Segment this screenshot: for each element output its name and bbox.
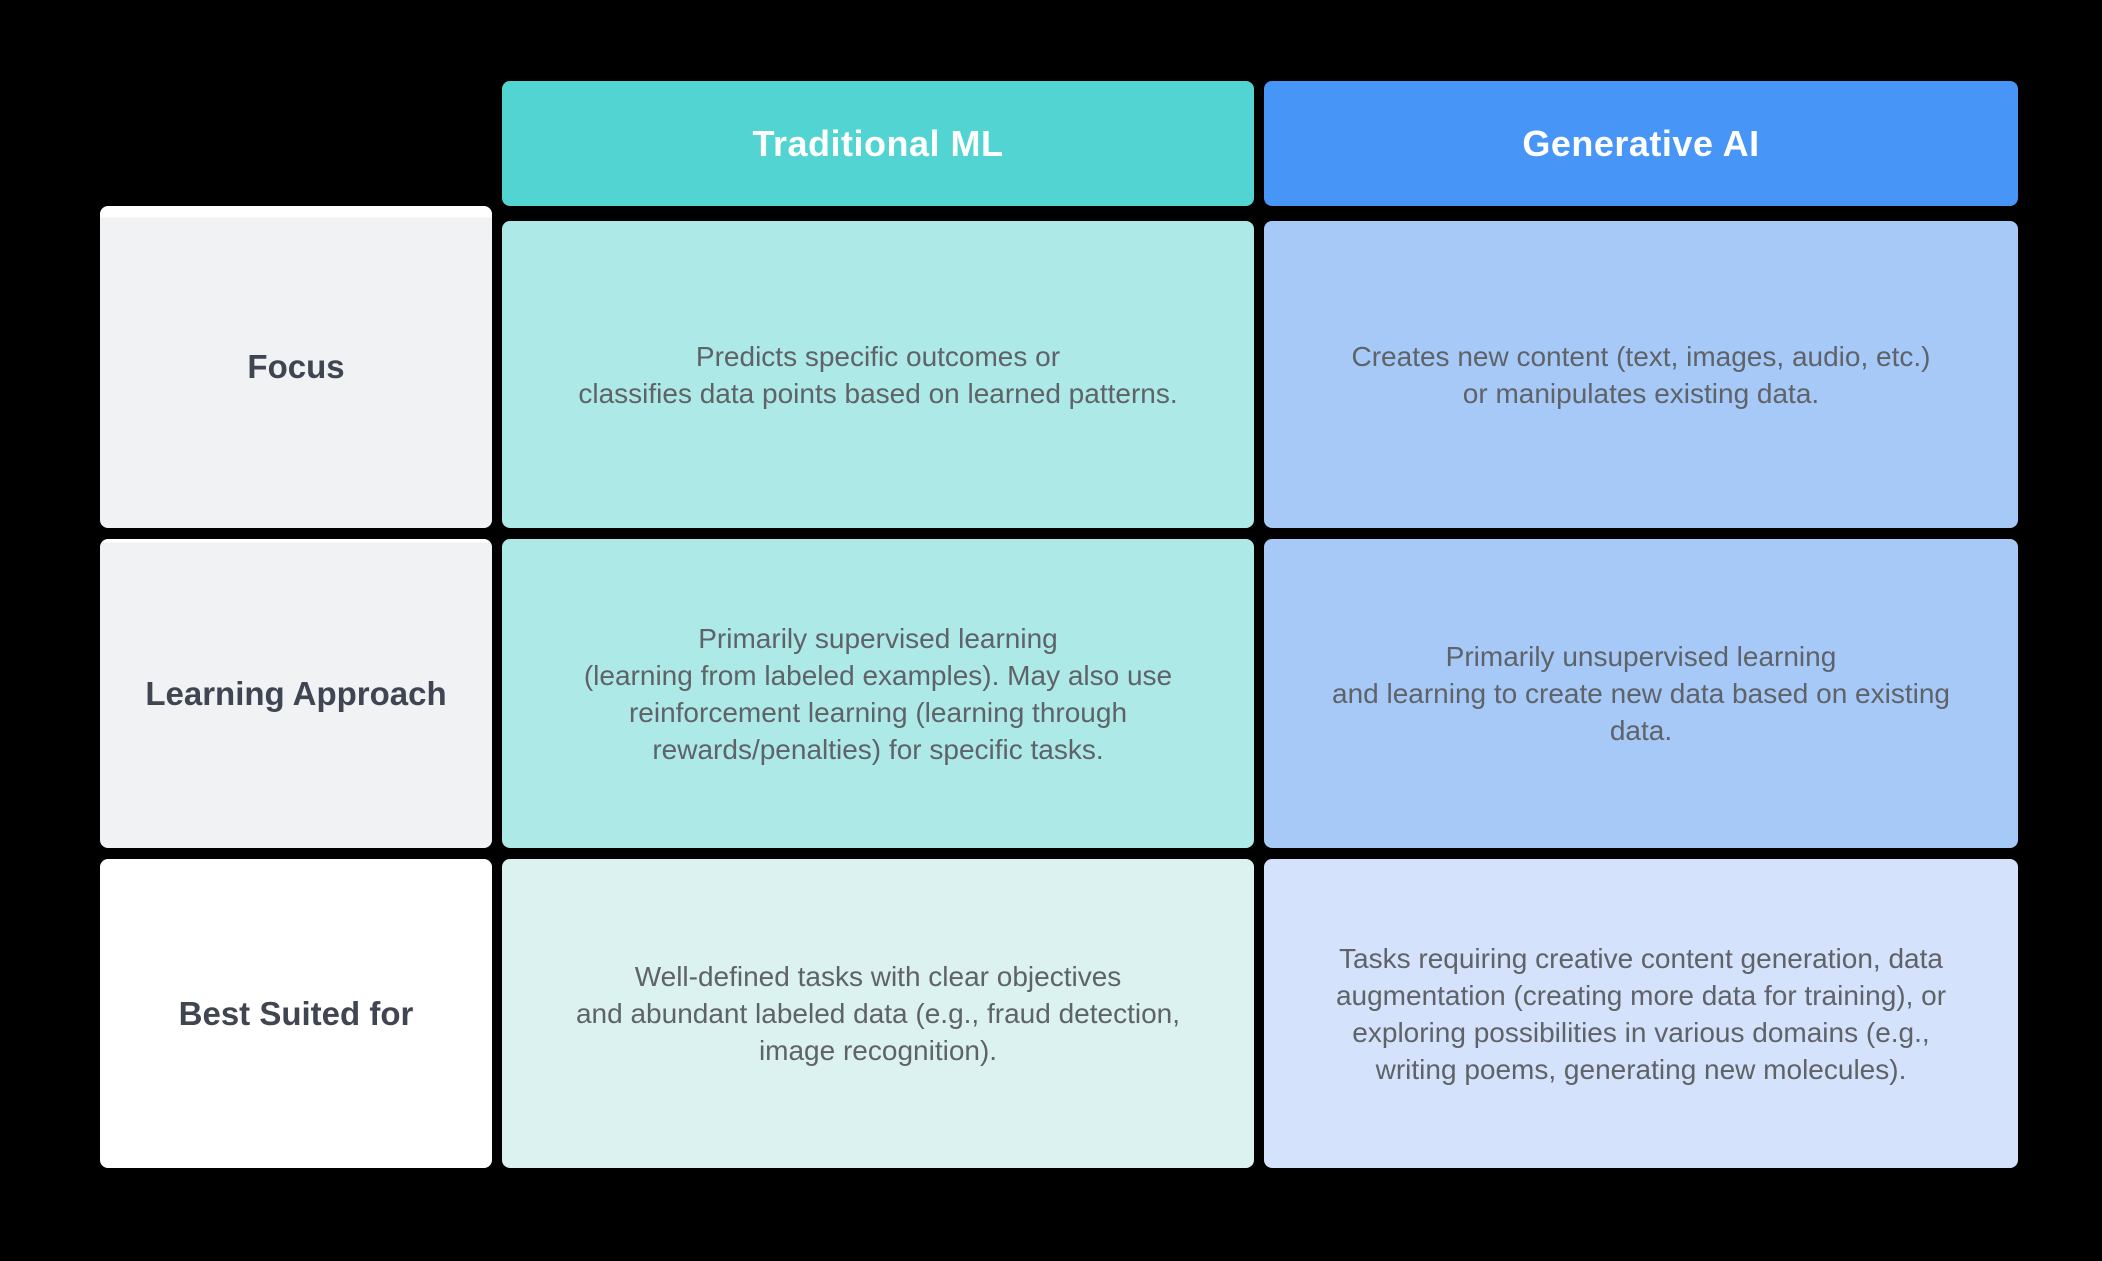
- row-label-learning-approach: Learning Approach: [100, 539, 492, 848]
- cell-best-suited-for-generative-ai: Tasks requiring creative content generat…: [1264, 859, 2018, 1168]
- cell-learning-approach-generative-ai: Primarily unsupervised learning and lear…: [1264, 539, 2018, 848]
- column-header-generative-ai-label: Generative AI: [1522, 122, 1760, 164]
- comparison-table: Traditional ML Generative AI Focus Predi…: [100, 81, 2018, 1168]
- cell-learning-approach-traditional-ml: Primarily supervised learning (learning …: [502, 539, 1254, 848]
- row-label-best-suited-for: Best Suited for: [100, 859, 492, 1168]
- cell-best-suited-for-traditional-ml: Well-defined tasks with clear objectives…: [502, 859, 1254, 1168]
- cell-focus-generative-ai: Creates new content (text, images, audio…: [1264, 221, 2018, 528]
- column-header-traditional-ml: Traditional ML: [502, 81, 1254, 206]
- column-header-generative-ai: Generative AI: [1264, 81, 2018, 206]
- column-header-traditional-ml-label: Traditional ML: [752, 122, 1004, 164]
- cell-focus-traditional-ml: Predicts specific outcomes or classifies…: [502, 221, 1254, 528]
- table-corner-spacer: [100, 81, 492, 210]
- row-label-focus: Focus: [100, 206, 492, 528]
